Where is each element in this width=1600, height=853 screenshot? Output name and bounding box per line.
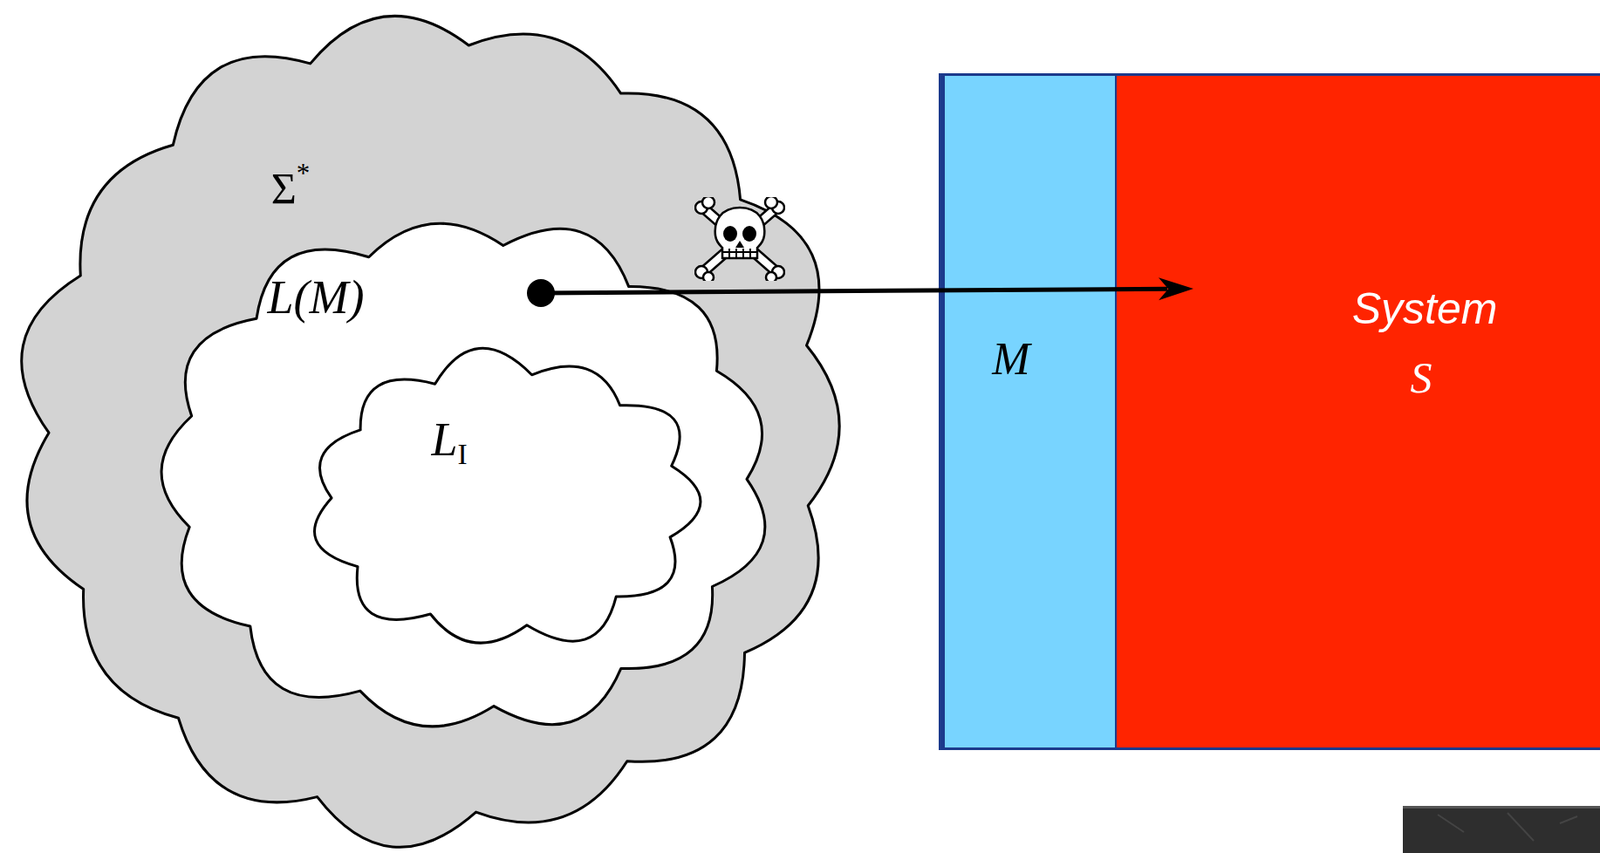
node-label: L(M) — [267, 271, 365, 324]
monitor-band: M — [944, 75, 1117, 748]
node-label: System — [1352, 284, 1498, 334]
intended-language-cloud: LI — [305, 347, 705, 653]
cloud-outline — [305, 347, 705, 653]
node-label: Σ* — [271, 164, 311, 213]
language-cloud: L(M) LI — [152, 213, 777, 738]
label-anchor: LI — [430, 414, 467, 466]
node-label: LI — [430, 413, 467, 466]
node-label: M — [991, 334, 1030, 384]
universe-cloud: Σ* L(M) LI — [15, 10, 849, 848]
label-anchor: M — [991, 334, 1030, 384]
label-anchor: L(M) — [267, 272, 365, 324]
node-label: S — [1410, 353, 1433, 403]
label-anchor: System — [1352, 285, 1498, 334]
skull-symbol — [694, 197, 786, 281]
photo-fragment — [1402, 806, 1600, 853]
system-box: SystemS M — [938, 73, 1600, 751]
label-anchor: Σ* — [271, 164, 311, 213]
label-anchor: S — [1410, 354, 1433, 403]
arrow-connector — [526, 277, 1194, 308]
